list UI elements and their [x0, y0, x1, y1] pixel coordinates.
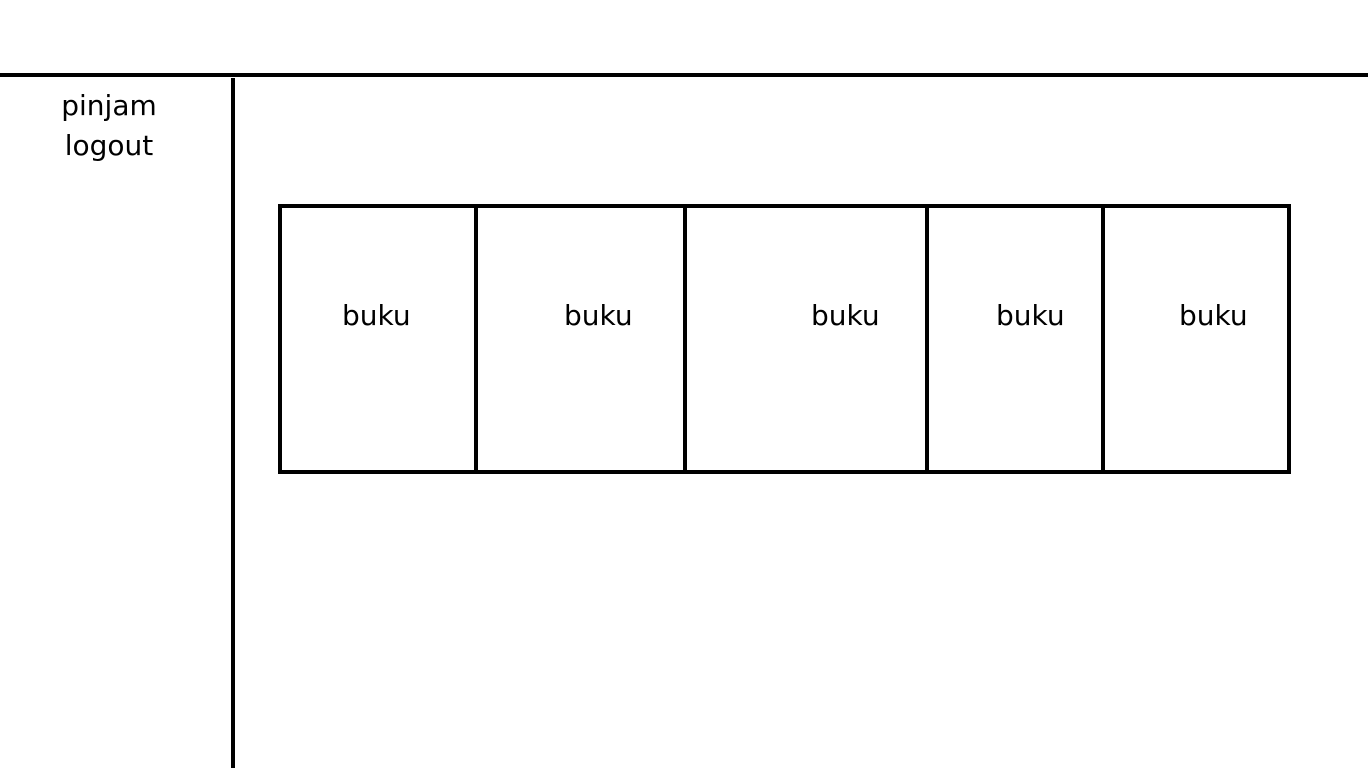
sidebar-divider [231, 78, 235, 768]
book-title: buku [342, 299, 411, 332]
book-title: buku [1179, 299, 1248, 332]
book-title: buku [996, 299, 1065, 332]
book-card[interactable]: buku [1101, 208, 1287, 470]
book-title: buku [811, 299, 880, 332]
sidebar-item-logout[interactable]: logout [64, 129, 154, 162]
sidebar-item-pinjam[interactable]: pinjam [61, 89, 157, 122]
book-card[interactable]: buku [925, 208, 1101, 470]
book-card[interactable]: buku [683, 208, 925, 470]
book-list: buku buku buku buku buku [278, 204, 1291, 474]
sidebar: pinjam logout [0, 86, 218, 166]
book-title: buku [564, 299, 633, 332]
book-card[interactable]: buku [474, 208, 683, 470]
header-divider [0, 73, 1368, 77]
book-card[interactable]: buku [282, 208, 474, 470]
